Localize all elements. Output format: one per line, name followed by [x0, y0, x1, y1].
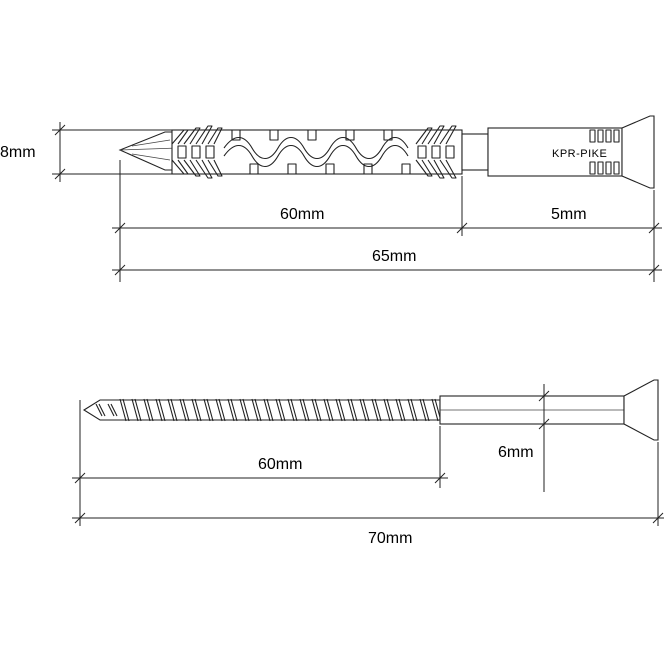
anchor-diameter-dimension: 8mm [0, 122, 172, 182]
anchor-total-length-label: 65mm [372, 248, 416, 265]
screw-thread-crest [191, 398, 202, 422]
anchor-brand-label: KPR-PIKE [552, 148, 607, 160]
screw-thread-crest [383, 398, 394, 422]
screw-thread-crest [119, 398, 130, 422]
screw-thread-crest [239, 398, 250, 422]
screw [82, 379, 659, 441]
anchor-head-ribs [589, 129, 620, 175]
screw-thread-crest [203, 398, 214, 422]
screw-thread-crest [311, 398, 322, 422]
anchor-fins-left [171, 125, 223, 179]
anchor-wave-section [223, 129, 411, 175]
screw-head [623, 379, 659, 441]
screw-thread-crest [407, 398, 418, 422]
anchor-diameter-label: 8mm [0, 144, 36, 161]
screw-thread-crest [299, 398, 310, 422]
screw-thread-crest [287, 398, 298, 422]
screw-thread-crest [227, 398, 238, 422]
screw-thread-crest [323, 398, 334, 422]
anchor-fins-right [415, 125, 457, 179]
screw-thread-crest [275, 398, 286, 422]
anchor-collar-length-label: 5mm [551, 206, 587, 223]
screw-thread-crest [371, 398, 382, 422]
screw-thread-crest [347, 398, 358, 422]
screw-thread-crest [143, 398, 154, 422]
screw-thread [95, 398, 442, 422]
screw-diameter-label: 6mm [498, 444, 534, 461]
screw-thread-crest [167, 398, 178, 422]
screw-thread-crest [215, 398, 226, 422]
screw-thread-crest [155, 398, 166, 422]
anchor-plug: KPR-PIKE [118, 115, 655, 189]
anchor-collar [461, 133, 489, 171]
anchor-head [621, 115, 655, 189]
screw-thread-crest [419, 398, 430, 422]
screw-thread-length-label: 60mm [258, 456, 302, 473]
screw-thread-length-dimension: 60mm [72, 400, 448, 526]
screw-diameter-dimension: 6mm [498, 384, 550, 492]
screw-thread-crest [131, 398, 142, 422]
screw-thread-crest [251, 398, 262, 422]
screw-total-length-label: 70mm [368, 530, 412, 547]
screw-thread-crest [263, 398, 274, 422]
anchor-tip [118, 131, 179, 171]
screw-thread-crest [107, 403, 118, 417]
screw-thread-crest [335, 398, 346, 422]
screw-thread-crest [179, 398, 190, 422]
anchor-length-dimensions: 60mm 5mm 65mm [112, 160, 662, 282]
screw-thread-crest [95, 403, 106, 417]
screw-total-length-dimension: 70mm [72, 442, 664, 547]
screw-thread-crest [359, 398, 370, 422]
screw-thread-crest [395, 398, 406, 422]
anchor-sleeve-length-label: 60mm [280, 206, 324, 223]
anchor-head-sleeve [487, 127, 623, 177]
